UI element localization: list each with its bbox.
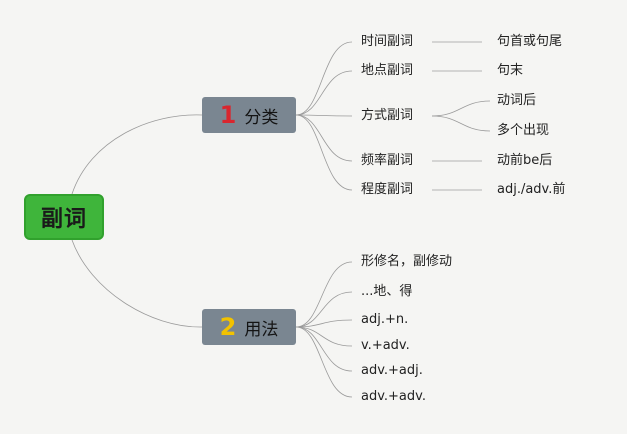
usage-node-6[interactable]: adv.+adv. — [361, 389, 426, 404]
category-node-place[interactable]: 地点副词 — [361, 63, 414, 78]
branch-number-2: 2 — [219, 313, 237, 341]
category-node-degree[interactable]: 程度副词 — [361, 182, 414, 197]
usage-node-5[interactable]: adv.+adj. — [361, 363, 423, 378]
link-branch2-use-5 — [295, 326, 353, 372]
detail-node-place[interactable]: 句末 — [497, 63, 524, 78]
link-branch2-use-4 — [295, 326, 353, 347]
root-label: 副词 — [40, 207, 87, 232]
link-branch1-cat-4 — [295, 114, 353, 162]
branch-label-classification: 分类 — [244, 107, 279, 128]
branch-node-classification[interactable]: 1 分类 — [202, 97, 296, 133]
link-root-branch-2 — [71, 239, 203, 328]
category-node-manner[interactable]: 方式副词 — [361, 108, 414, 123]
category-node-frequency[interactable]: 频率副词 — [361, 153, 414, 168]
link-branch2-use-3 — [295, 319, 353, 328]
detail-node-degree[interactable]: adj./adv.前 — [497, 182, 566, 197]
detail-node-time[interactable]: 句首或句尾 — [497, 34, 563, 49]
link-branch1-cat-3 — [295, 114, 353, 117]
branch-node-usage[interactable]: 2 用法 — [202, 309, 296, 345]
usage-node-2[interactable]: ...地、得 — [361, 284, 413, 299]
link-branch1-cat-1 — [295, 41, 353, 116]
detail-node-manner-2[interactable]: 多个出现 — [497, 123, 550, 138]
usage-node-4[interactable]: v.+adv. — [361, 338, 410, 353]
link-branch2-use-2 — [295, 291, 353, 328]
link-branch1-cat-5 — [295, 114, 353, 191]
link-branch1-cat-2 — [295, 70, 353, 116]
link-cat3-detail-2 — [431, 115, 491, 132]
link-cat3-detail-1 — [431, 100, 491, 117]
detail-node-frequency[interactable]: 动前be后 — [497, 153, 553, 168]
root-node[interactable]: 副词 — [24, 194, 104, 240]
detail-node-manner-1[interactable]: 动词后 — [497, 93, 537, 108]
category-node-time[interactable]: 时间副词 — [361, 34, 414, 49]
link-branch2-use-6 — [295, 326, 353, 398]
branch-label-usage: 用法 — [244, 319, 279, 340]
link-root-branch-1 — [71, 114, 203, 195]
usage-node-1[interactable]: 形修名，副修动 — [361, 254, 453, 269]
branch-number-1: 1 — [219, 101, 237, 129]
usage-node-3[interactable]: adj.+n. — [361, 312, 409, 327]
link-branch2-use-1 — [295, 261, 353, 328]
